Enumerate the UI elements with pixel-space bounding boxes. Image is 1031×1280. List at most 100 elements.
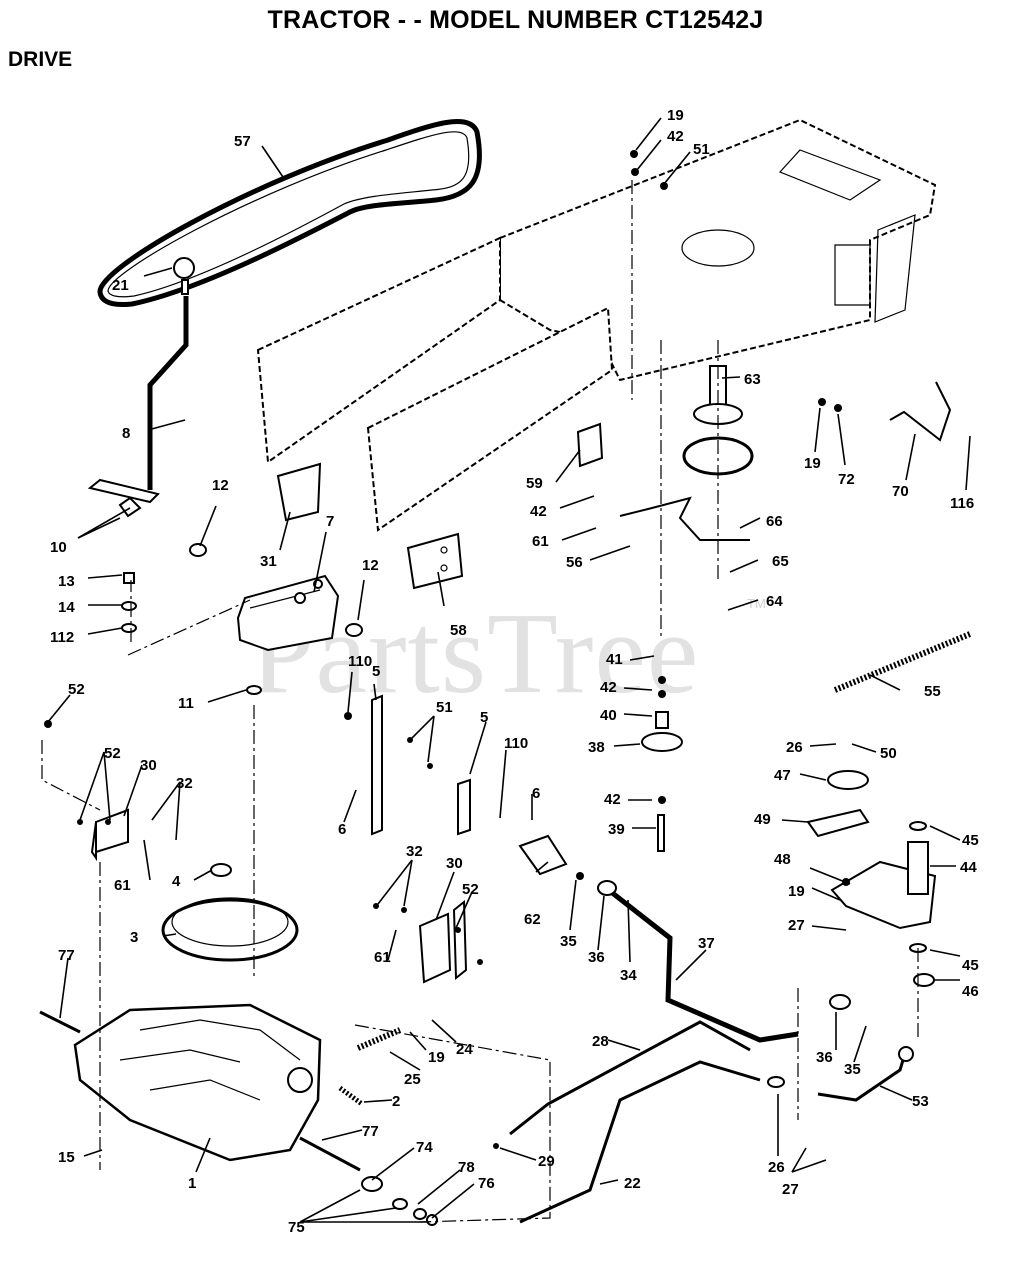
callout: 78 (458, 1159, 475, 1176)
drive-belt[interactable] (97, 119, 482, 307)
callout: 70 (892, 483, 909, 500)
callout: 12 (362, 557, 379, 574)
callout: 52 (462, 881, 479, 898)
callout: 38 (588, 739, 605, 756)
callout: 8 (122, 425, 130, 442)
callout: 45 (962, 832, 979, 849)
callout: 35 (560, 933, 577, 950)
tube-44[interactable] (907, 841, 929, 895)
callout: 110 (504, 735, 528, 752)
callout: 52 (68, 681, 85, 698)
callout: 49 (754, 811, 771, 828)
rod-22[interactable] (519, 1060, 761, 1224)
section-title: DRIVE (8, 48, 73, 71)
pulley-38[interactable] (641, 732, 683, 752)
callout: 75 (288, 1219, 305, 1236)
callout: 1 (188, 1175, 196, 1192)
callout: 45 (962, 957, 979, 974)
callout: 42 (604, 791, 621, 808)
callout: 11 (178, 695, 194, 712)
spring-2[interactable] (338, 1085, 364, 1107)
callout: 65 (772, 553, 789, 570)
bracket-30-right[interactable] (418, 912, 452, 984)
callout: 61 (532, 533, 549, 550)
callout: 61 (114, 877, 131, 894)
callout: 37 (698, 935, 715, 952)
callout: 61 (374, 949, 391, 966)
callout: 30 (446, 855, 463, 872)
bracket-30-left[interactable] (95, 808, 129, 854)
pulley-47[interactable] (827, 770, 869, 790)
watermark-trademark: TM (747, 596, 766, 611)
callout: 76 (478, 1175, 495, 1192)
callout: 19 (788, 883, 805, 900)
callout: 30 (140, 757, 157, 774)
rod-70[interactable] (889, 381, 952, 442)
callout: 51 (693, 141, 710, 158)
callout: 35 (844, 1061, 861, 1078)
callout: 19 (804, 455, 821, 472)
callout: 14 (58, 599, 75, 616)
callout: 59 (526, 475, 543, 492)
shift-bracket[interactable] (236, 574, 340, 652)
callout: 26 (768, 1159, 785, 1176)
shift-lever[interactable] (87, 257, 195, 518)
callout: 42 (530, 503, 547, 520)
page-title: TRACTOR - - MODEL NUMBER CT12542J (267, 6, 764, 34)
callout: 5 (372, 663, 380, 680)
callout: 47 (774, 767, 791, 784)
spring-25[interactable] (356, 1027, 402, 1051)
callout: 116 (950, 495, 974, 512)
bracket-5-right[interactable] (457, 778, 471, 836)
callout: 77 (362, 1123, 379, 1140)
callout: 15 (58, 1149, 75, 1166)
callout: 57 (234, 133, 251, 150)
callout: 27 (788, 917, 805, 934)
rod-28[interactable] (509, 1020, 751, 1136)
callout: 56 (566, 554, 583, 571)
rod-34[interactable] (604, 886, 799, 1043)
callout: 21 (112, 277, 129, 294)
callout: 25 (404, 1071, 421, 1088)
callout: 4 (172, 873, 181, 890)
callout: 63 (744, 371, 761, 388)
callout: 27 (782, 1181, 799, 1198)
callout: 6 (338, 821, 346, 838)
callout: 32 (176, 775, 193, 792)
callout: 26 (786, 739, 803, 756)
callout: 50 (880, 745, 897, 762)
callout: 77 (58, 947, 75, 964)
callout: 31 (260, 553, 277, 570)
callout: 110 (348, 653, 372, 670)
bracket-59[interactable] (576, 422, 604, 468)
callout: 3 (130, 929, 138, 946)
callout: 51 (436, 699, 453, 716)
bracket-49[interactable] (806, 808, 870, 838)
callout: 40 (600, 707, 617, 724)
callout: 32 (406, 843, 423, 860)
callout: 53 (912, 1093, 929, 1110)
callout: 46 (962, 983, 979, 1000)
callout: 7 (326, 513, 334, 530)
bracket-58[interactable] (406, 532, 464, 590)
callout: 44 (960, 859, 977, 876)
callout: 19 (428, 1049, 445, 1066)
shield-31[interactable] (276, 462, 322, 522)
callout: 58 (450, 622, 467, 639)
callout: 64 (766, 593, 783, 610)
collar-62[interactable] (518, 834, 568, 876)
callout: 62 (524, 911, 541, 928)
callout: 55 (924, 683, 941, 700)
spring-55[interactable] (833, 631, 972, 693)
bracket-5-left[interactable] (371, 694, 383, 836)
callout: 22 (624, 1175, 641, 1192)
callout: 5 (480, 709, 488, 726)
tractor-frame[interactable] (256, 118, 937, 532)
callout: 12 (212, 477, 229, 494)
callout: 28 (592, 1033, 609, 1050)
callout: 29 (538, 1153, 555, 1170)
transaxle[interactable] (39, 1003, 361, 1172)
callout: 52 (104, 745, 121, 762)
callout: 36 (816, 1049, 833, 1066)
transmission-pulley[interactable] (161, 898, 299, 962)
